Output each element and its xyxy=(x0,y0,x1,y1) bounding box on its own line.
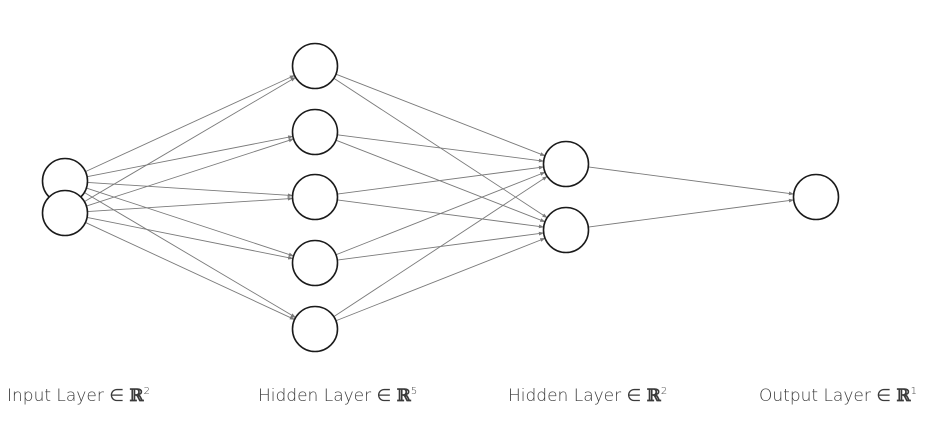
element-of-symbol: ∈ xyxy=(876,386,892,406)
hidden1-neuron-5 xyxy=(291,305,339,353)
element-of-symbol: ∈ xyxy=(109,386,125,406)
input-layer-label-text: Input Layer xyxy=(7,386,104,406)
edge-hidden1-4-to-hidden2-1 xyxy=(335,171,546,256)
connections xyxy=(84,73,795,322)
hidden2-neuron-2 xyxy=(542,206,590,254)
edge-input-1-to-hidden1-1 xyxy=(85,74,296,173)
edge-hidden1-2-to-hidden2-2 xyxy=(335,139,546,223)
hidden-layer-1-label-text: Hidden Layer xyxy=(258,386,372,406)
real-numbers-symbol: ℝ xyxy=(129,386,144,406)
edge-input-1-to-hidden1-2 xyxy=(86,135,294,178)
hidden1-neuron-3 xyxy=(291,173,339,221)
dimension-superscript: 2 xyxy=(143,386,150,397)
dimension-superscript: 5 xyxy=(410,386,418,397)
real-numbers-symbol: ℝ xyxy=(896,386,911,406)
dimension-superscript: 1 xyxy=(910,386,917,397)
edge-input-2-to-hidden1-4 xyxy=(86,216,294,260)
dimension-superscript: 2 xyxy=(660,386,668,397)
input-layer-label: Input Layer ∈ ℝ2 xyxy=(7,383,150,409)
edge-input-1-to-hidden1-5 xyxy=(84,192,297,318)
edge-hidden1-2-to-hidden2-1 xyxy=(337,134,545,163)
edge-input-2-to-hidden1-5 xyxy=(85,222,296,320)
hidden-layer-2-label-text: Hidden Layer xyxy=(508,386,622,406)
hidden2-neuron-1 xyxy=(542,140,590,188)
edge-hidden1-1-to-hidden2-1 xyxy=(335,73,546,157)
real-numbers-symbol: ℝ xyxy=(396,386,411,406)
hidden1-neuron-4 xyxy=(291,239,339,287)
edge-hidden1-3-to-hidden2-1 xyxy=(337,165,545,195)
neurons xyxy=(41,42,840,353)
edge-input-2-to-hidden1-3 xyxy=(87,196,294,213)
edge-input-2-to-hidden1-1 xyxy=(84,77,297,202)
real-numbers-symbol: ℝ xyxy=(646,386,661,406)
edge-hidden1-5-to-hidden2-2 xyxy=(335,237,546,322)
edge-hidden1-5-to-hidden2-1 xyxy=(333,175,548,318)
input-neuron-2 xyxy=(41,189,89,237)
hidden1-neuron-2 xyxy=(291,108,339,156)
output-neuron-1 xyxy=(792,173,840,221)
edge-input-2-to-hidden1-2 xyxy=(86,138,295,207)
element-of-symbol: ∈ xyxy=(626,386,642,406)
element-of-symbol: ∈ xyxy=(376,386,392,406)
edge-hidden2-1-to-output-1 xyxy=(588,166,795,196)
edge-input-1-to-hidden1-3 xyxy=(87,181,294,198)
hidden-layer-2-label: Hidden Layer ∈ ℝ2 xyxy=(508,383,667,409)
output-layer-label: Output Layer ∈ ℝ1 xyxy=(759,383,917,409)
edge-hidden2-2-to-output-1 xyxy=(588,198,795,228)
hidden1-neuron-1 xyxy=(291,42,339,90)
output-layer-label-text: Output Layer xyxy=(759,386,871,406)
hidden-layer-1-label: Hidden Layer ∈ ℝ5 xyxy=(258,383,417,409)
edge-input-1-to-hidden1-4 xyxy=(86,187,295,257)
